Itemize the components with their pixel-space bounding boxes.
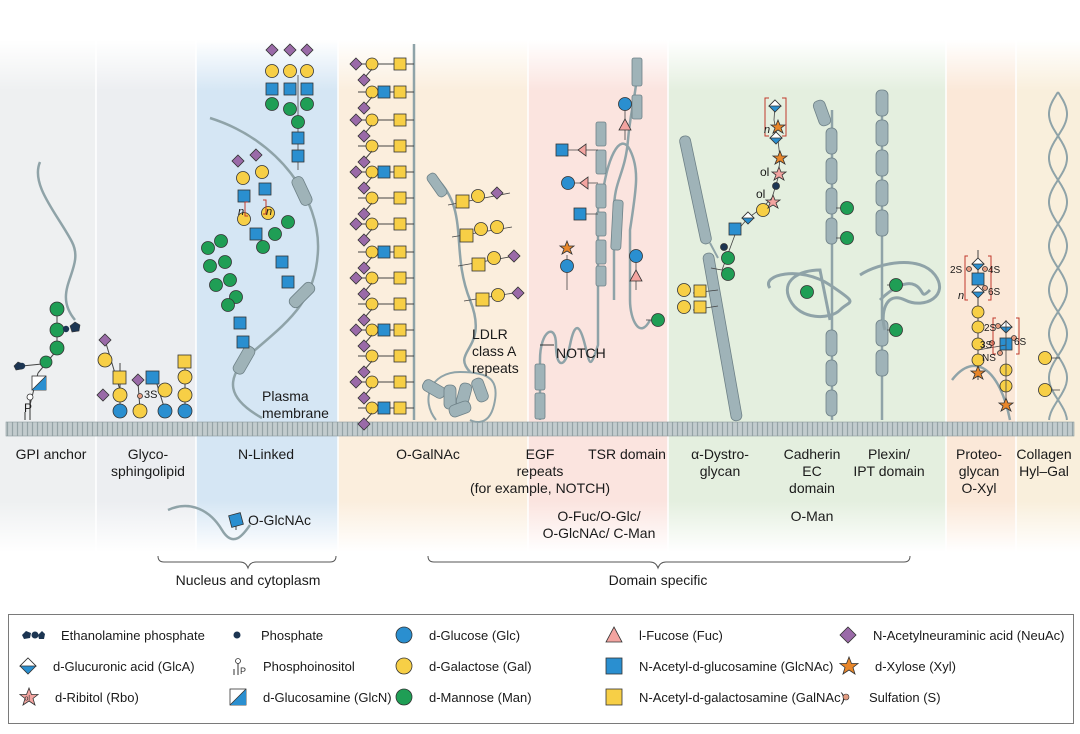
label-phosphoinositol-p: P [24, 401, 33, 415]
legend-label: d-Mannose (Man) [429, 689, 532, 705]
label-glycosphingolipid: Glyco- sphingolipid [111, 446, 185, 479]
brackets [157, 555, 911, 570]
label-n-4: n [958, 290, 965, 302]
n-linked-structure [201, 43, 320, 420]
panel-backgrounds [0, 40, 1080, 552]
mannose-icon [395, 688, 421, 706]
dystroglycan-structure [677, 97, 789, 422]
plasma-membrane [5, 421, 1075, 437]
legend-label: Sulfation (S) [869, 689, 941, 705]
glcnac-icon [605, 657, 631, 675]
label-alpha-dystroglycan: α-Dystro- glycan [691, 446, 749, 479]
legend-label: Phosphoinositol [263, 658, 355, 674]
label-2s-a: 2S [950, 265, 963, 276]
label-ol-1: ol [760, 165, 770, 179]
label-4s: 4S [988, 265, 1001, 276]
svg-text:P: P [240, 666, 246, 675]
legend-item: P Phosphoinositol [229, 656, 355, 676]
legend-label: l-Fucose (Fuc) [639, 627, 723, 643]
label-egf-repeats: EGF repeats (for example, NOTCH) [469, 446, 611, 496]
sulfation-icon [839, 690, 861, 704]
legend-label: d-Xylose (Xyl) [875, 658, 956, 674]
label-2s-b: 2S [984, 323, 997, 334]
glucosamine-icon [229, 688, 255, 706]
glucuronic-acid-icon [19, 657, 45, 675]
label-ldlr-repeats: LDLR class A repeats [472, 326, 519, 376]
plexin-structure [859, 89, 942, 420]
label-n-linked: N-Linked [237, 446, 295, 462]
label-3s-b: 3S [980, 340, 993, 351]
collagen-structure [1038, 91, 1068, 421]
proteoglycan-structure [951, 250, 1020, 421]
cadherin-structure [766, 99, 854, 420]
svg-text:ol: ol [25, 696, 31, 703]
glucose-icon [395, 626, 421, 644]
galnac-icon [605, 688, 631, 706]
legend-item: Phosphate [229, 625, 323, 645]
o-galnac-structure [349, 44, 525, 431]
label-6s-b: 6S [1014, 337, 1027, 348]
label-notch: NOTCH [556, 345, 606, 361]
label-cadherin: Cadherin EC domain [783, 446, 841, 496]
ethanolamine-phosphate-icon [19, 627, 53, 643]
legend-label: Ethanolamine phosphate [61, 627, 205, 643]
label-n-2: n [266, 206, 273, 218]
legend-item: d-Galactose (Gal) [395, 656, 532, 676]
phosphate-icon [229, 627, 253, 643]
label-plasma-membrane: Plasma membrane [262, 388, 329, 421]
o-glcnac-structure [167, 504, 252, 541]
label-ol-2: ol [756, 187, 766, 201]
bracket-label-domain: Domain specific [608, 572, 708, 588]
legend-label: N-Acetyl-d-glucosamine (GlcNAc) [639, 658, 834, 674]
label-o-man-group: O-Man [790, 508, 834, 524]
label-n-1: n [238, 206, 245, 218]
galactose-icon [395, 657, 421, 675]
label-ns: NS [982, 353, 996, 364]
legend-label: d-Glucose (Glc) [429, 627, 521, 643]
label-plexin: Plexin/ IPT domain [853, 446, 925, 479]
ribitol-icon: ol [19, 687, 47, 707]
gpi-anchor-structure [13, 161, 81, 420]
label-tsr-domain: TSR domain [588, 446, 666, 462]
label-o-glcnac: O-GlcNAc [248, 512, 311, 528]
bracket-label-nucleus: Nucleus and cytoplasm [175, 572, 321, 588]
legend-label: d-Glucosamine (GlcN) [263, 689, 392, 705]
legend-item: d-Glucuronic acid (GlcA) [19, 656, 195, 676]
legend-item: d-Mannose (Man) [395, 687, 532, 707]
legend-label: Phosphate [261, 627, 324, 643]
label-collagen: Collagen Hyl–Gal [1016, 446, 1072, 479]
legend-label: N-Acetyl-d-galactosamine (GalNAc) [639, 689, 845, 705]
fucose-icon [605, 626, 631, 644]
glycosphingolipid-structure [96, 333, 193, 419]
label-gpi-anchor: GPI anchor [15, 446, 87, 462]
legend-item: Sulfation (S) [839, 687, 941, 707]
legend: Ethanolamine phosphate Phosphate d-Glucose… [8, 614, 1074, 724]
legend-label: N-Acetylneuraminic acid (NeuAc) [873, 627, 1065, 643]
egf-tsr-structure [534, 57, 665, 420]
legend-item: N-Acetyl-d-galactosamine (GalNAc) [605, 687, 845, 707]
legend-label: d-Galactose (Gal) [429, 658, 532, 674]
legend-item: d-Xylose (Xyl) [839, 656, 956, 676]
legend-item: d-Glucosamine (GlcN) [229, 687, 392, 707]
label-fuc-glc-group: O-Fuc/O-Glc/ O-GlcNAc/ C-Man [542, 508, 656, 541]
phosphoinositol-icon: P [229, 657, 255, 675]
neuac-icon [839, 626, 865, 644]
legend-item: ol d-Ribitol (Rbo) [19, 687, 139, 707]
xylose-icon [839, 656, 867, 676]
legend-item: N-Acetyl-d-glucosamine (GlcNAc) [605, 656, 833, 676]
legend-item: l-Fucose (Fuc) [605, 625, 723, 645]
legend-label: d-Glucuronic acid (GlcA) [53, 658, 195, 674]
label-n-3: n [764, 124, 771, 136]
legend-item: Ethanolamine phosphate [19, 625, 205, 645]
legend-item: N-Acetylneuraminic acid (NeuAc) [839, 625, 1064, 645]
label-o-galnac: O-GalNAc [396, 446, 460, 462]
legend-item: d-Glucose (Glc) [395, 625, 520, 645]
label-6s-a: 6S [988, 287, 1001, 298]
label-3s: 3S [144, 389, 158, 401]
label-proteoglycan: Proteo- glycan O-Xyl [956, 446, 1002, 496]
legend-label: d-Ribitol (Rbo) [55, 689, 139, 705]
